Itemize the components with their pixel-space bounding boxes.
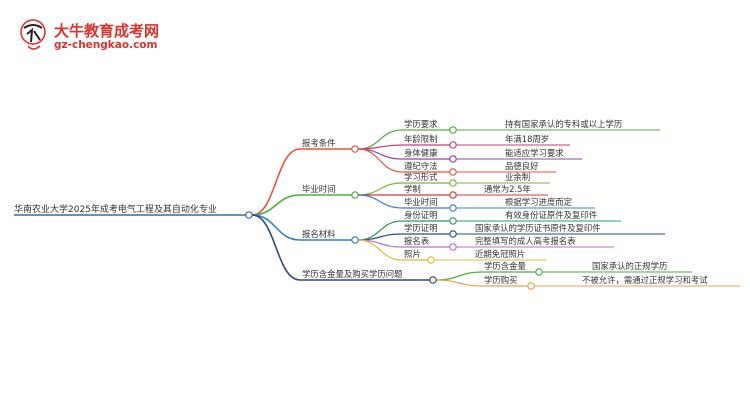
branch-connector-dot bbox=[351, 236, 359, 244]
child-connector-dot bbox=[449, 230, 457, 238]
branch-edge bbox=[251, 148, 301, 216]
child-edge bbox=[357, 239, 403, 261]
child-connector-dot bbox=[449, 155, 457, 163]
child-node-label: 学制 bbox=[404, 184, 421, 194]
child-connector-dot bbox=[449, 191, 457, 199]
detail-node-label: 品德良好 bbox=[505, 161, 539, 171]
branch-edge bbox=[251, 194, 301, 216]
detail-node-label: 根据学习进度而定 bbox=[505, 197, 573, 207]
child-connector-dot bbox=[449, 217, 457, 225]
child-connector-dot bbox=[527, 282, 535, 290]
child-connector-dot bbox=[449, 179, 457, 187]
root-connector-dot bbox=[245, 211, 253, 219]
detail-node-label: 能适应学习要求 bbox=[505, 148, 564, 158]
branch-node-label: 报名材料 bbox=[302, 229, 336, 239]
child-node-label: 学历证明 bbox=[404, 223, 438, 233]
detail-node-label: 近期免冠照片 bbox=[475, 249, 525, 259]
child-connector-dot bbox=[427, 256, 435, 264]
detail-node-label: 有效身份证原件及复印件 bbox=[505, 210, 597, 220]
logo-url: gz-chengkao.com bbox=[54, 39, 158, 51]
child-connector-dot bbox=[449, 243, 457, 251]
child-node-label: 学习形式 bbox=[404, 172, 438, 182]
branch-connector-dot bbox=[351, 191, 359, 199]
detail-node-label: 业余制 bbox=[505, 172, 530, 182]
child-connector-dot bbox=[449, 126, 457, 134]
child-edge bbox=[357, 148, 403, 173]
child-node-label: 学历购买 bbox=[484, 275, 518, 285]
root-node-label: 华南农业大学2025年成考电气工程及其自动化专业 bbox=[14, 203, 217, 215]
branch-edge bbox=[251, 214, 301, 281]
mindmap-nodes: 华南农业大学2025年成考电气工程及其自动化专业 报考条件 学历要求 持有国家承认的专… bbox=[14, 119, 708, 290]
detail-node-label: 不被允许，需通过正规学习和考试 bbox=[582, 275, 708, 285]
child-connector-dot bbox=[535, 268, 543, 276]
child-connector-dot bbox=[449, 168, 457, 176]
child-node-label: 身体健康 bbox=[404, 148, 438, 158]
mindmap-edges bbox=[14, 129, 740, 287]
branch-node-label: 报考条件 bbox=[302, 138, 336, 148]
child-edge bbox=[435, 279, 483, 287]
child-node-label: 身份证明 bbox=[404, 210, 438, 220]
detail-node-label: 通常为2.5年 bbox=[484, 184, 531, 194]
site-logo[interactable]: 大牛教育成考网 gz-chengkao.com bbox=[18, 18, 168, 54]
logo-title: 大牛教育成考网 bbox=[54, 22, 160, 40]
child-edge bbox=[435, 271, 483, 281]
branch-edge bbox=[251, 214, 301, 241]
bull-logo-icon bbox=[20, 19, 46, 50]
branch-connector-dot bbox=[351, 145, 359, 153]
branch-connector-dot bbox=[429, 276, 437, 284]
child-node-label: 照片 bbox=[404, 249, 421, 259]
child-node-label: 遵纪守法 bbox=[404, 161, 438, 171]
child-node-label: 学历要求 bbox=[404, 119, 438, 129]
child-edge bbox=[357, 129, 403, 150]
branch-node-label: 学历含金量及购买学历问题 bbox=[302, 269, 403, 279]
branch-node-label: 毕业时间 bbox=[302, 184, 336, 194]
child-edge bbox=[357, 182, 403, 196]
detail-node-label: 持有国家承认的专科或以上学历 bbox=[505, 119, 622, 129]
child-edge bbox=[357, 148, 403, 160]
child-edge bbox=[357, 194, 403, 209]
child-edge bbox=[357, 144, 403, 150]
child-connector-dot bbox=[449, 141, 457, 149]
child-node-label: 学历含金量 bbox=[484, 261, 526, 271]
detail-node-label: 完整填写的成人高考报名表 bbox=[475, 236, 576, 246]
detail-node-label: 年满18周岁 bbox=[505, 134, 549, 144]
child-node-label: 年龄限制 bbox=[404, 134, 438, 144]
child-node-label: 毕业时间 bbox=[404, 197, 438, 207]
detail-node-label: 国家承认的学历证书原件及复印件 bbox=[475, 223, 601, 233]
child-connector-dot bbox=[449, 204, 457, 212]
child-node-label: 报名表 bbox=[404, 236, 430, 246]
detail-node-label: 国家承认的正规学历 bbox=[592, 261, 667, 271]
